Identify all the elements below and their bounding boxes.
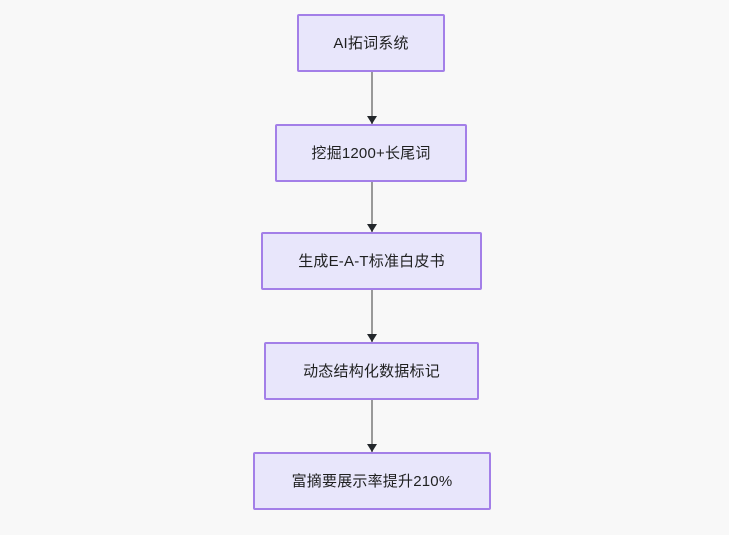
flow-node-mine-longtail-keywords[interactable]: 挖掘1200+长尾词 (275, 124, 467, 182)
flow-node-ai-keyword-system[interactable]: AI拓词系统 (297, 14, 445, 72)
flow-node-label: 富摘要展示率提升210% (291, 472, 453, 490)
edge-line (371, 72, 373, 124)
arrow-head-icon (367, 334, 377, 342)
flow-node-label: 挖掘1200+长尾词 (311, 144, 431, 162)
edge-line (371, 182, 373, 232)
flow-node-generate-eat-whitepaper[interactable]: 生成E-A-T标准白皮书 (261, 232, 482, 290)
flow-node-label: 生成E-A-T标准白皮书 (298, 252, 445, 270)
arrow-head-icon (367, 116, 377, 124)
edge-line (371, 399, 373, 452)
arrow-head-icon (367, 224, 377, 232)
flow-node-dynamic-structured-data-markup[interactable]: 动态结构化数据标记 (264, 342, 479, 400)
arrow-head-icon (367, 444, 377, 452)
flow-node-label: AI拓词系统 (333, 34, 409, 52)
flow-node-rich-snippet-rate-increase[interactable]: 富摘要展示率提升210% (253, 452, 491, 510)
flow-node-label: 动态结构化数据标记 (303, 362, 440, 380)
edge-line (371, 290, 373, 342)
